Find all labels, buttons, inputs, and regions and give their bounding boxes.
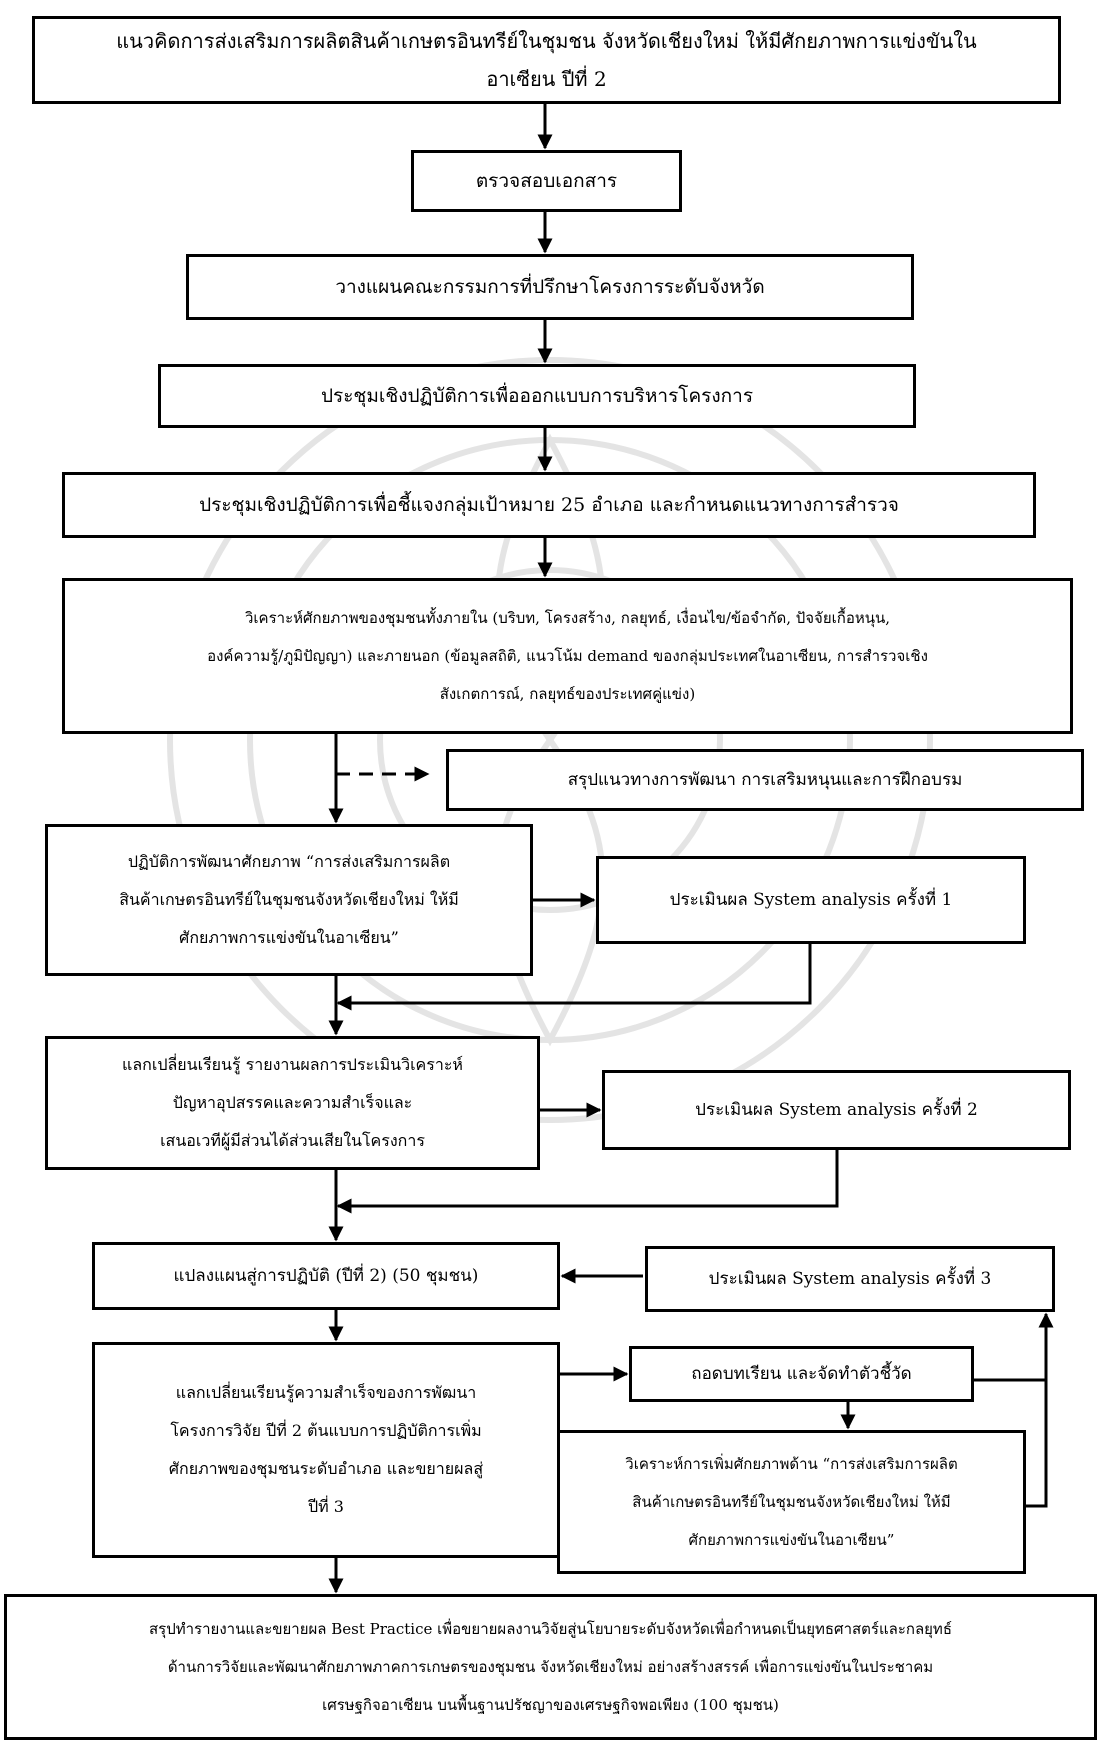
box-enhancement-analysis: วิเคราะห์การเพิ่มศักยภาพด้าน “การส่งเสริ…	[557, 1430, 1026, 1574]
box-capacity-development: ปฏิบัติการพัฒนาศักยภาพ “การส่งเสริมการผล…	[45, 824, 533, 976]
box-potential-analysis-line-1: วิเคราะห์ศักยภาพของชุมชนทั้งภายใน (บริบท…	[245, 609, 890, 627]
box-capacity-development-line-1: ปฏิบัติการพัฒนาศักยภาพ “การส่งเสริมการผล…	[127, 852, 451, 871]
box-knowledge-exchange-line-3: เสนอเวทีผู้มีส่วนได้ส่วนเสียในโครงการ	[160, 1131, 425, 1150]
box-enhancement-analysis-line-1: วิเคราะห์การเพิ่มศักยภาพด้าน “การส่งเสริ…	[625, 1455, 958, 1473]
arrow-b16-to-b13	[1026, 1376, 1048, 1508]
box-evaluation-2: ประเมินผล System analysis ครั้งที่ 2	[602, 1070, 1071, 1150]
box-target-workshop-label: ประชุมเชิงปฏิบัติการเพื่อชี้แจงกลุ่มเป้า…	[199, 494, 899, 516]
box-lessons-learned: ถอดบทเรียน และจัดทำตัวชี้วัด	[629, 1346, 974, 1402]
box-development-summary: สรุปแนวทางการพัฒนา การเสริมหนุนและการฝึก…	[446, 749, 1084, 811]
box-development-summary-label: สรุปแนวทางการพัฒนา การเสริมหนุนและการฝึก…	[567, 770, 963, 790]
box-design-workshop-label: ประชุมเชิงปฏิบัติการเพื่อออกแบบการบริหาร…	[320, 385, 754, 407]
box-enhancement-analysis-line-2: สินค้าเกษตรอินทรีย์ในชุมชนจังหวัดเชียงให…	[632, 1493, 951, 1511]
box-design-workshop: ประชุมเชิงปฏิบัติการเพื่อออกแบบการบริหาร…	[158, 364, 916, 428]
box-lessons-learned-label: ถอดบทเรียน และจัดทำตัวชี้วัด	[691, 1364, 912, 1384]
box-evaluation-1: ประเมินผล System analysis ครั้งที่ 1	[596, 856, 1026, 944]
box-target-workshop: ประชุมเชิงปฏิบัติการเพื่อชี้แจงกลุ่มเป้า…	[62, 472, 1036, 538]
box-evaluation-3: ประเมินผล System analysis ครั้งที่ 3	[645, 1246, 1055, 1312]
box-evaluation-3-label: ประเมินผล System analysis ครั้งที่ 3	[708, 1269, 992, 1289]
box-concept-line-1: แนวคิดการส่งเสริมการผลิตสินค้าเกษตรอินทร…	[116, 29, 977, 53]
box-enhancement-analysis-line-3: ศักยภาพการแข่งขันในอาเซียน”	[688, 1531, 895, 1549]
box-knowledge-exchange: แลกเปลี่ยนเรียนรู้ รายงานผลการประเมินวิเ…	[45, 1036, 540, 1170]
box-planning-committee-label: วางแผนคณะกรรมการที่ปรึกษาโครงการระดับจัง…	[335, 276, 765, 298]
box-evaluation-1-label: ประเมินผล System analysis ครั้งที่ 1	[669, 890, 953, 910]
box-knowledge-exchange-line-2: ปัญหาอุปสรรคและความสำเร็จและ	[172, 1093, 413, 1112]
box-final-report-line-3: เศรษฐกิจอาเซียน บนพื้นฐานปรัชญาของเศรษฐก…	[322, 1696, 779, 1714]
box-final-report-line-1: สรุปทำรายงานและขยายผล Best Practice เพื่…	[149, 1620, 952, 1638]
arrow-b15-to-b13	[974, 1312, 1054, 1382]
box-potential-analysis-line-3: สังเกตการณ์, กลยุทธ์ของประเทศคู่แข่ง)	[439, 685, 696, 703]
box-capacity-development-line-2: สินค้าเกษตรอินทรีย์ในชุมชนจังหวัดเชียงให…	[119, 890, 459, 909]
box-document-review-label: ตรวจสอบเอกสาร	[475, 170, 618, 192]
box-evaluation-2-label: ประเมินผล System analysis ครั้งที่ 2	[695, 1100, 978, 1120]
box-success-exchange: แลกเปลี่ยนเรียนรู้ความสำเร็จของการพัฒนา …	[92, 1342, 560, 1558]
box-potential-analysis-line-2: องค์ความรู้/ภูมิปัญญา) และภายนอก (ข้อมูล…	[207, 647, 928, 665]
box-final-report: สรุปทำรายงานและขยายผล Best Practice เพื่…	[4, 1594, 1097, 1740]
box-document-review: ตรวจสอบเอกสาร	[411, 150, 682, 212]
box-success-exchange-line-4: ปีที่ 3	[308, 1497, 344, 1516]
box-concept: แนวคิดการส่งเสริมการผลิตสินค้าเกษตรอินทร…	[32, 16, 1061, 104]
box-planning-committee: วางแผนคณะกรรมการที่ปรึกษาโครงการระดับจัง…	[186, 254, 914, 320]
box-plan-to-practice-label: แปลงแผนสู่การปฏิบัติ (ปีที่ 2) (50 ชุมชน…	[173, 1266, 479, 1286]
box-plan-to-practice: แปลงแผนสู่การปฏิบัติ (ปีที่ 2) (50 ชุมชน…	[92, 1242, 560, 1310]
box-final-report-line-2: ด้านการวิจัยและพัฒนาศักยภาพภาคการเกษตรขอ…	[167, 1658, 934, 1676]
box-knowledge-exchange-line-1: แลกเปลี่ยนเรียนรู้ รายงานผลการประเมินวิเ…	[122, 1055, 463, 1074]
box-success-exchange-line-1: แลกเปลี่ยนเรียนรู้ความสำเร็จของการพัฒนา	[175, 1383, 477, 1402]
box-capacity-development-line-3: ศักยภาพการแข่งขันในอาเซียน”	[179, 928, 399, 947]
box-success-exchange-line-3: ศักยภาพของชุมชนระดับอำเภอ และขยายผลสู่	[168, 1459, 484, 1478]
box-concept-line-2: อาเซียน ปีที่ 2	[486, 67, 607, 91]
box-potential-analysis: วิเคราะห์ศักยภาพของชุมชนทั้งภายใน (บริบท…	[62, 578, 1073, 734]
box-success-exchange-line-2: โครงการวิจัย ปีที่ 2 ต้นแบบการปฏิบัติการ…	[170, 1421, 482, 1440]
